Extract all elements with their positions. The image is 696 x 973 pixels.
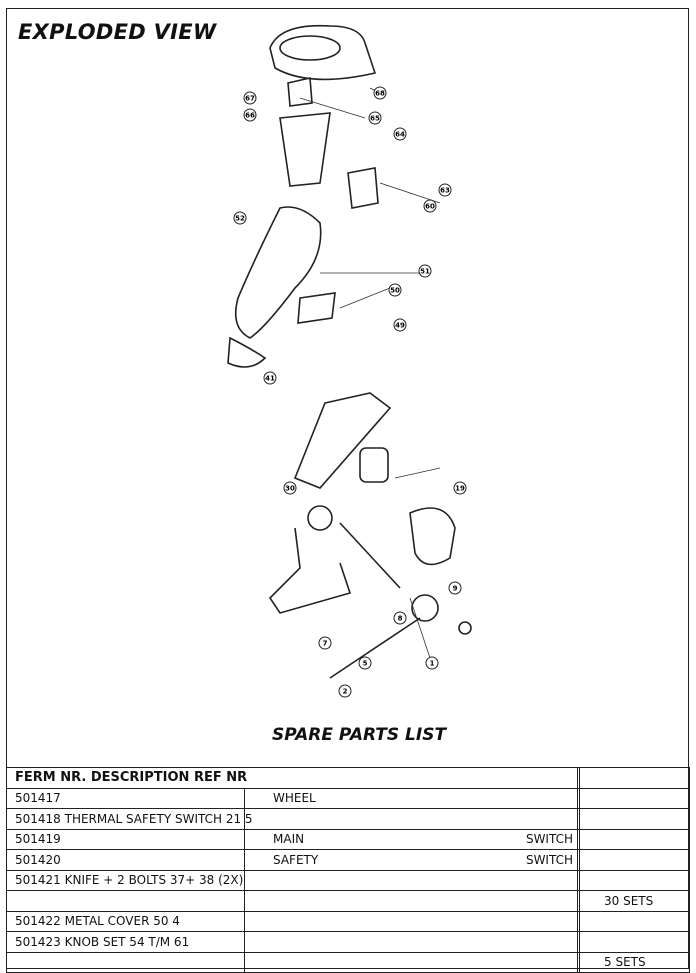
part-number-label: 19 bbox=[455, 485, 465, 493]
part-number-label: 8 bbox=[398, 615, 403, 623]
part-number-label: 50 bbox=[390, 287, 400, 295]
part-number-label: 2 bbox=[343, 688, 348, 696]
part-number-label: 67 bbox=[245, 95, 255, 103]
main-housing bbox=[234, 206, 322, 339]
part-number-label: 41 bbox=[265, 375, 275, 383]
part-number-label: 52 bbox=[235, 215, 245, 223]
table-header-row: FERM NR. DESCRIPTION REF NR bbox=[5, 767, 691, 789]
part-number-label: 68 bbox=[375, 90, 385, 98]
metal-cover bbox=[409, 507, 456, 566]
part-number-callouts bbox=[233, 86, 467, 698]
part-number-label: 49 bbox=[395, 322, 405, 330]
part-number-label: 66 bbox=[245, 112, 255, 120]
switch-box bbox=[347, 167, 379, 209]
part-number-label: 64 bbox=[395, 131, 405, 139]
part-number-label: 1 bbox=[430, 660, 435, 668]
part-number-label: 63 bbox=[440, 187, 450, 195]
part-number-label: 51 bbox=[420, 268, 430, 276]
hopper-lid bbox=[269, 24, 377, 81]
part-number-label: 60 bbox=[425, 203, 435, 211]
table-row: 501422 METAL COVER 50 4 bbox=[6, 910, 691, 932]
table-header: FERM NR. DESCRIPTION REF NR bbox=[5, 767, 579, 789]
part-number-label: 9 bbox=[453, 585, 458, 593]
table-row: 30 SETS bbox=[6, 890, 691, 912]
table-row: 501421 KNIFE + 2 BOLTS 37+ 38 (2X) bbox=[6, 869, 691, 891]
part-number-label: 30 bbox=[285, 485, 295, 493]
part-number-label: 7 bbox=[323, 640, 328, 648]
stand bbox=[268, 527, 352, 614]
spare-parts-heading: SPARE PARTS LIST bbox=[272, 725, 447, 745]
page-title: EXPLODED VIEW bbox=[18, 20, 217, 44]
motor-frame bbox=[293, 392, 392, 489]
part-number-label: 5 bbox=[363, 660, 368, 668]
table-row: 501423 KNOB SET 54 T/M 61 bbox=[6, 931, 691, 953]
funnel bbox=[279, 112, 331, 187]
part-number-label: 65 bbox=[370, 115, 380, 123]
table-row: 501418 THERMAL SAFETY SWITCH 21 5 bbox=[6, 808, 691, 830]
table-row: 5 SETS bbox=[6, 951, 691, 973]
